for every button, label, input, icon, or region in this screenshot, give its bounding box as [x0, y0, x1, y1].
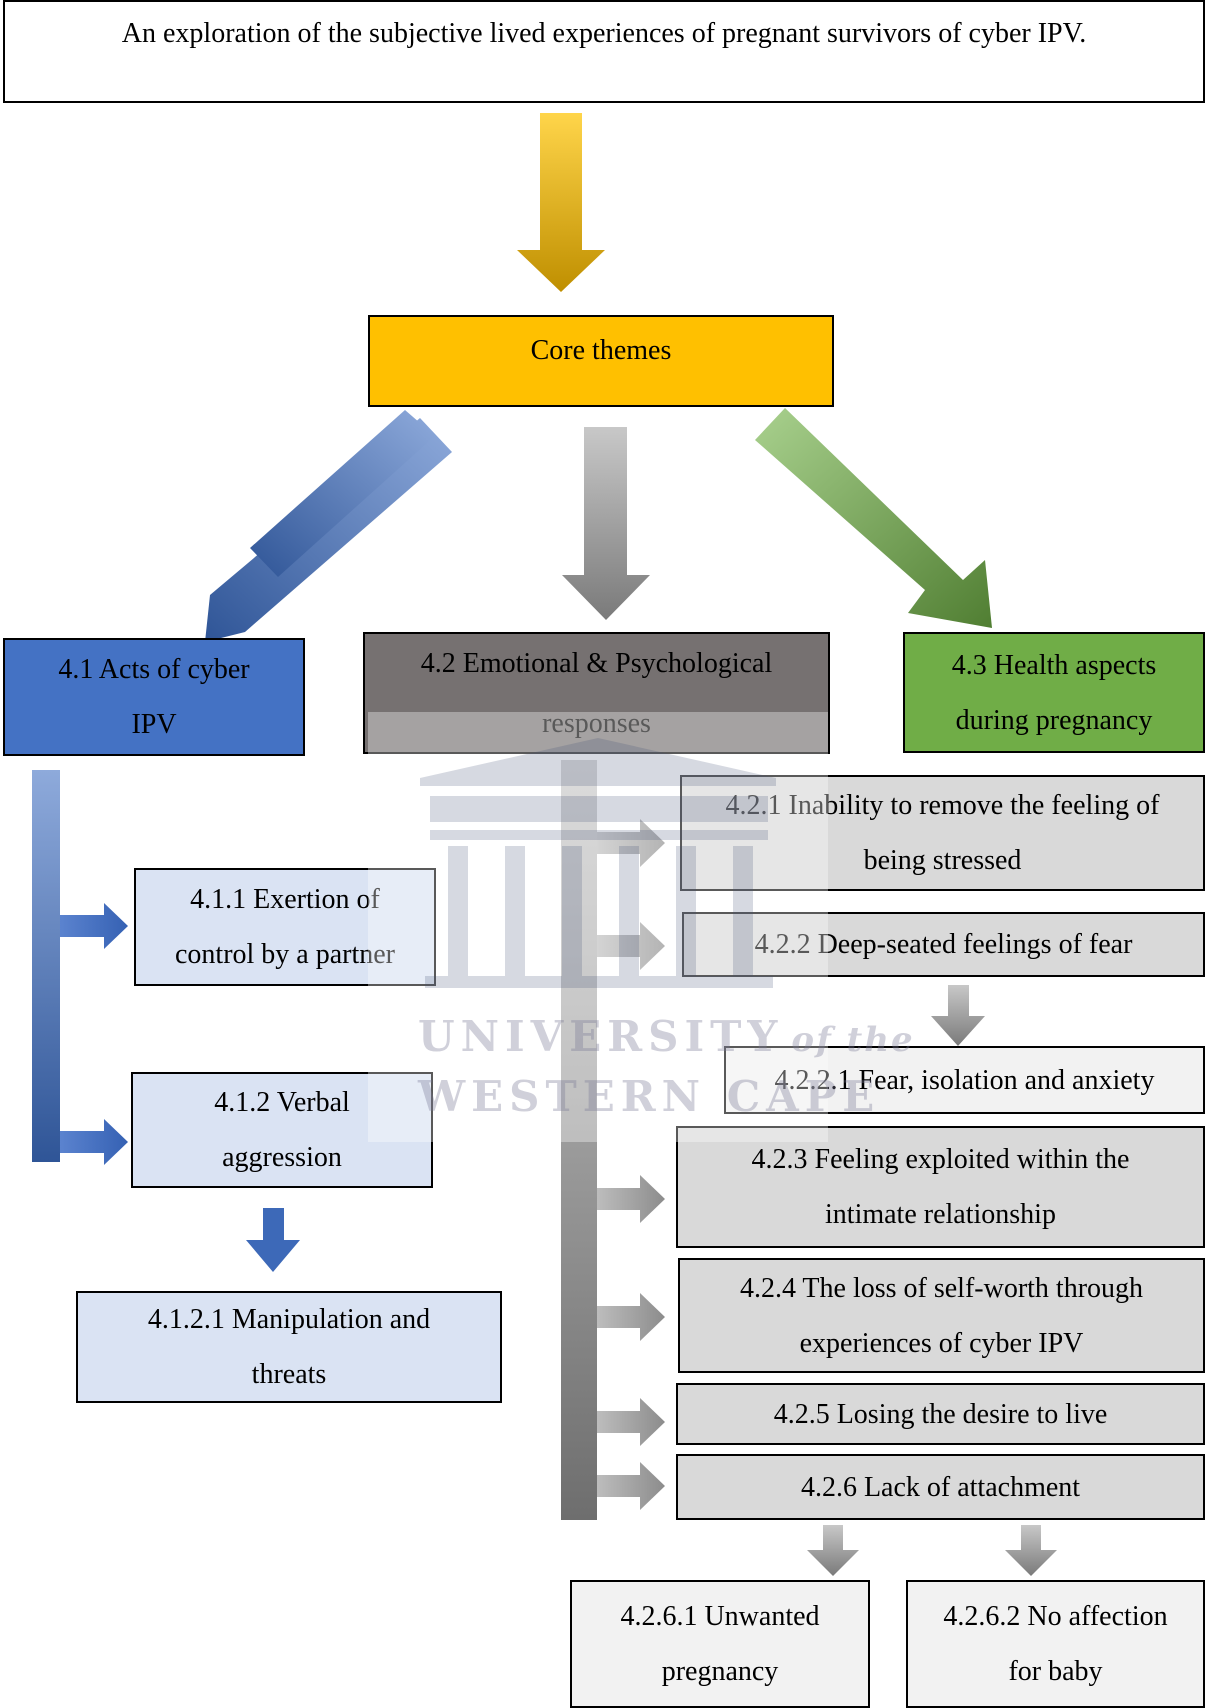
subtheme-4-2-6-box: 4.2.6 Lack of attachment [676, 1454, 1205, 1520]
subtheme-4-1-1-label: 4.1.1 Exertion of control by a partner [174, 884, 396, 970]
core-themes-box: Core themes [368, 315, 834, 407]
arrow-right-to-4-1-2 [60, 1119, 128, 1165]
arrow-diagonal-core-to-4-3 [755, 408, 992, 628]
connector-bar-4-2 [561, 760, 597, 1520]
subtheme-4-1-1-box: 4.1.1 Exertion of control by a partner [134, 868, 436, 986]
connector-bar-4-1 [32, 770, 60, 1162]
subtheme-4-2-2-label: 4.2.2 Deep-seated feelings of fear [754, 929, 1133, 960]
watermark-western-cape: WESTERN CAPE [418, 1072, 881, 1121]
subtheme-4-1-2-1-box: 4.1.2.1 Manipulation and threats [76, 1291, 502, 1403]
arrow-down-to-4-1-2-1 [246, 1208, 300, 1272]
theme-4-2-box: 4.2 Emotional & Psychological responses [363, 632, 830, 754]
theme-4-2-label: 4.2 Emotional & Psychological responses [420, 648, 773, 739]
subtheme-4-1-2-box: 4.1.2 Verbal aggression [131, 1072, 433, 1188]
subtheme-4-2-6-1-box: 4.2.6.1 Unwanted pregnancy [570, 1580, 870, 1708]
arrow-right-to-4-2-1 [597, 819, 665, 867]
subtheme-4-2-2-box: 4.2.2 Deep-seated feelings of fear [682, 912, 1205, 977]
arrow-down-to-4-2-6-2 [1005, 1525, 1057, 1576]
subtheme-4-2-2-1-box: 4.2.2.1 Fear, isolation and anxiety [724, 1046, 1205, 1114]
arrow-right-to-4-2-2 [597, 922, 665, 970]
arrow-down-to-4-2-6-1 [807, 1525, 859, 1576]
arrow-right-to-4-2-5 [597, 1398, 665, 1446]
subtheme-4-2-4-box: 4.2.4 The loss of self-worth through exp… [678, 1258, 1205, 1373]
arrow-down-to-4-2-2-1 [931, 985, 985, 1046]
theme-4-1-box: 4.1 Acts of cyber IPV [3, 638, 305, 756]
theme-4-3-box: 4.3 Health aspects during pregnancy [903, 632, 1205, 753]
subtheme-4-2-6-1-label: 4.2.6.1 Unwanted pregnancy [620, 1601, 820, 1687]
subtheme-4-2-5-box: 4.2.5 Losing the desire to live [676, 1383, 1205, 1445]
subtheme-4-2-1-box: 4.2.1 Inability to remove the feeling of… [680, 775, 1205, 891]
subtheme-4-1-2-1-label: 4.1.2.1 Manipulation and threats [147, 1304, 431, 1390]
subtheme-4-2-5-label: 4.2.5 Losing the desire to live [773, 1398, 1108, 1430]
theme-4-3-label: 4.3 Health aspects during pregnancy [951, 649, 1157, 736]
title-box: An exploration of the subjective lived e… [3, 0, 1205, 103]
subtheme-4-2-3-label: 4.2.3 Feeling exploited within the intim… [751, 1144, 1130, 1230]
page-title: An exploration of the subjective lived e… [121, 18, 1087, 49]
subtheme-4-2-6-2-box: 4.2.6.2 No affection for baby [906, 1580, 1205, 1708]
subtheme-4-1-2-label: 4.1.2 Verbal aggression [214, 1087, 350, 1173]
subtheme-4-2-6-2-label: 4.2.6.2 No affection for baby [943, 1601, 1168, 1687]
arrow-down-core-to-4-2 [562, 427, 650, 620]
theme-4-1-label: 4.1 Acts of cyber IPV [58, 654, 250, 740]
core-themes-label: Core themes [530, 335, 672, 366]
subtheme-4-2-3-box: 4.2.3 Feeling exploited within the intim… [676, 1126, 1205, 1248]
subtheme-4-2-2-1-label: 4.2.2.1 Fear, isolation and anxiety [774, 1064, 1155, 1096]
subtheme-4-2-4-label: 4.2.4 The loss of self-worth through exp… [739, 1272, 1144, 1359]
arrow-right-to-4-2-4 [597, 1293, 665, 1341]
arrow-down-title-core [517, 113, 605, 292]
subtheme-4-2-1-label: 4.2.1 Inability to remove the feeling of… [725, 790, 1160, 876]
arrow-right-to-4-2-6 [597, 1462, 665, 1510]
arrow-right-to-4-1-1 [60, 903, 128, 949]
subtheme-4-2-6-label: 4.2.6 Lack of attachment [800, 1471, 1081, 1503]
arrow-right-to-4-2-3 [597, 1175, 665, 1223]
